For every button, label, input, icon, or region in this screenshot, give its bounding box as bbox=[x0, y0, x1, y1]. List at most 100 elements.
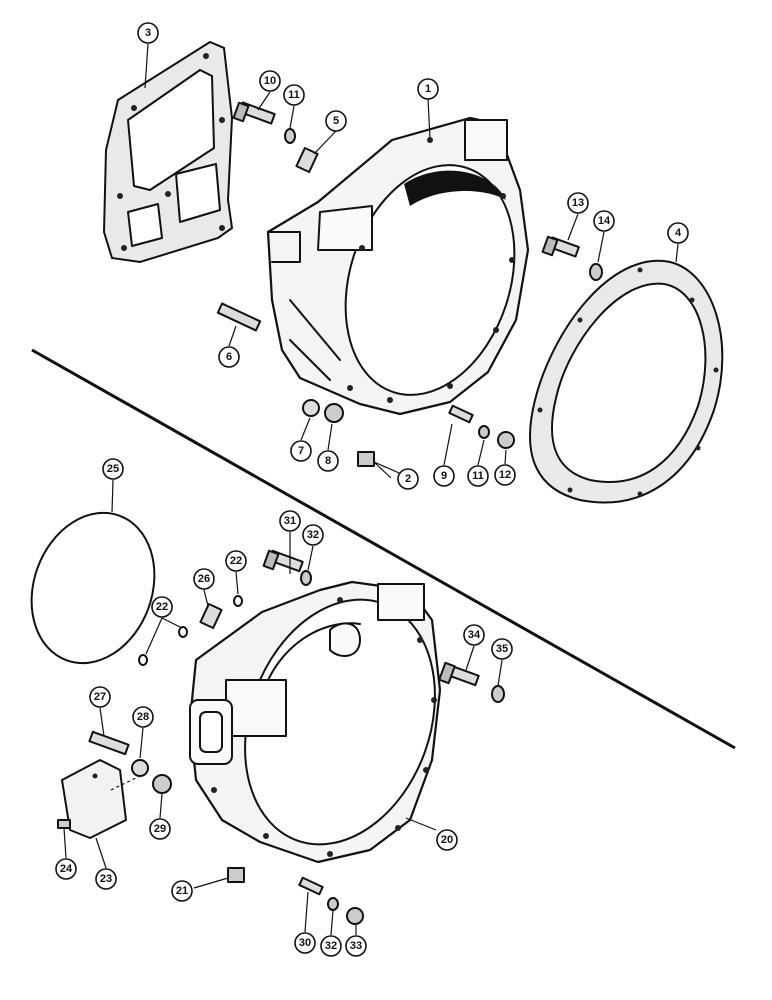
callout-10: 10 bbox=[259, 70, 281, 92]
part-5-dowel bbox=[295, 146, 319, 174]
svg-text:3: 3 bbox=[145, 27, 151, 39]
part-34-bolt bbox=[438, 661, 480, 687]
callout-14: 14 bbox=[593, 210, 615, 232]
svg-text:7: 7 bbox=[298, 445, 304, 457]
svg-text:28: 28 bbox=[137, 711, 149, 723]
svg-text:23: 23 bbox=[100, 873, 112, 885]
svg-text:27: 27 bbox=[94, 691, 106, 703]
svg-text:11: 11 bbox=[288, 89, 300, 101]
part-22-o-rings bbox=[138, 595, 243, 666]
part-20-housing bbox=[188, 580, 442, 864]
part-32-washer-upper bbox=[300, 570, 312, 586]
callout-25: 25 bbox=[102, 458, 124, 480]
part-10-bolt bbox=[232, 101, 276, 125]
svg-text:29: 29 bbox=[154, 823, 166, 835]
part-12-nut bbox=[497, 431, 515, 449]
svg-text:24: 24 bbox=[60, 863, 73, 875]
svg-text:35: 35 bbox=[496, 643, 508, 655]
callout-22-left: 22 bbox=[151, 596, 173, 618]
callout-9: 9 bbox=[433, 465, 455, 487]
callout-20: 20 bbox=[436, 829, 458, 851]
part-11-washer-lower bbox=[478, 425, 490, 439]
svg-text:32: 32 bbox=[307, 529, 319, 541]
svg-text:12: 12 bbox=[499, 469, 511, 481]
callout-8: 8 bbox=[317, 450, 339, 472]
part-3-gasket bbox=[102, 40, 234, 264]
callout-4: 4 bbox=[667, 222, 689, 244]
callout-29: 29 bbox=[149, 818, 171, 840]
svg-text:21: 21 bbox=[176, 885, 188, 897]
part-31-bolt bbox=[262, 549, 304, 573]
callout-2: 2 bbox=[397, 468, 419, 490]
callout-11-upper: 11 bbox=[283, 84, 305, 106]
callout-7: 7 bbox=[290, 440, 312, 462]
part-8-nut bbox=[324, 403, 344, 423]
svg-text:10: 10 bbox=[264, 75, 276, 87]
part-23-cover-plate bbox=[61, 759, 127, 839]
callout-33: 33 bbox=[345, 935, 367, 957]
part-25-o-ring bbox=[30, 511, 156, 665]
part-21-plug bbox=[227, 867, 245, 883]
part-32-washer-lower bbox=[327, 897, 339, 911]
svg-text:9: 9 bbox=[441, 470, 447, 482]
svg-text:30: 30 bbox=[299, 937, 311, 949]
part-30-bolt bbox=[298, 876, 324, 896]
part-7-lockwasher bbox=[302, 399, 320, 417]
callout-27: 27 bbox=[89, 686, 111, 708]
callout-28: 28 bbox=[132, 706, 154, 728]
leader-lines bbox=[63, 43, 679, 936]
callout-26: 26 bbox=[193, 568, 215, 590]
svg-text:20: 20 bbox=[441, 834, 453, 846]
svg-text:2: 2 bbox=[405, 473, 411, 485]
part-11-washer-upper bbox=[284, 128, 296, 144]
callout-6: 6 bbox=[218, 346, 240, 368]
svg-text:13: 13 bbox=[572, 197, 584, 209]
svg-text:8: 8 bbox=[325, 455, 331, 467]
callout-30: 30 bbox=[294, 932, 316, 954]
part-28-lockwasher bbox=[131, 759, 149, 777]
callout-23: 23 bbox=[95, 868, 117, 890]
part-26-dowel bbox=[199, 602, 223, 630]
callout-31: 31 bbox=[279, 510, 301, 532]
part-13-bolt bbox=[541, 235, 580, 258]
callout-24: 24 bbox=[55, 858, 77, 880]
svg-text:26: 26 bbox=[198, 573, 210, 585]
svg-text:6: 6 bbox=[226, 351, 232, 363]
callout-1: 1 bbox=[417, 78, 439, 100]
callout-32-upper: 32 bbox=[302, 524, 324, 546]
part-14-washer bbox=[589, 263, 603, 281]
part-4-gasket bbox=[529, 259, 724, 504]
callout-35: 35 bbox=[491, 638, 513, 660]
part-24-screw bbox=[57, 819, 71, 829]
divider-line bbox=[31, 348, 736, 750]
callout-34: 34 bbox=[463, 624, 485, 646]
part-2-plug bbox=[357, 451, 375, 467]
svg-text:25: 25 bbox=[107, 463, 119, 475]
callout-32-lower: 32 bbox=[320, 935, 342, 957]
svg-text:31: 31 bbox=[284, 515, 296, 527]
part-9-bolt bbox=[448, 404, 474, 424]
svg-text:22: 22 bbox=[230, 555, 242, 567]
part-27-stud bbox=[88, 730, 130, 756]
svg-text:4: 4 bbox=[675, 227, 682, 239]
callout-3: 3 bbox=[137, 22, 159, 44]
part-35-washer bbox=[491, 685, 505, 703]
part-29-nut bbox=[152, 774, 172, 794]
svg-text:32: 32 bbox=[325, 940, 337, 952]
callout-13: 13 bbox=[567, 192, 589, 214]
callout-12: 12 bbox=[494, 464, 516, 486]
svg-text:11: 11 bbox=[472, 470, 484, 482]
callout-21: 21 bbox=[171, 880, 193, 902]
svg-text:14: 14 bbox=[598, 215, 611, 227]
part-33-nut bbox=[346, 907, 364, 925]
callout-5: 5 bbox=[325, 110, 347, 132]
callout-22-right: 22 bbox=[225, 550, 247, 572]
part-6-stud bbox=[216, 302, 262, 332]
callout-11-lower: 11 bbox=[467, 465, 489, 487]
svg-text:1: 1 bbox=[425, 83, 431, 95]
svg-text:5: 5 bbox=[333, 115, 339, 127]
svg-text:33: 33 bbox=[350, 940, 362, 952]
svg-text:22: 22 bbox=[156, 601, 168, 613]
